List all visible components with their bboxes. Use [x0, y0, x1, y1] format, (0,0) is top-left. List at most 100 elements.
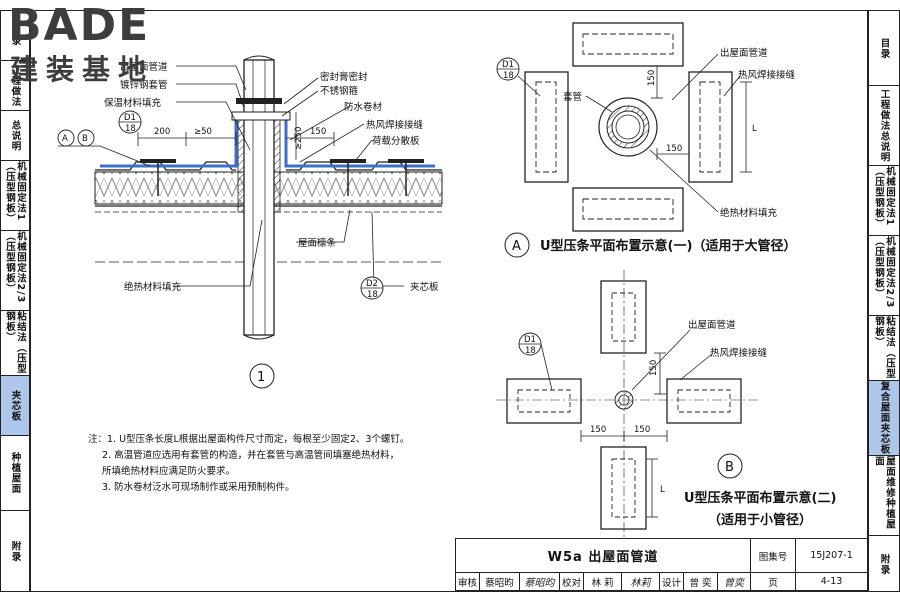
- plan-b-dim-150c: 150: [649, 360, 659, 376]
- ref-d1-plan-a[interactable]: D1 18: [496, 57, 520, 81]
- left-tab-mech23[interactable]: 机械固定法2/3（压型钢板）: [1, 231, 29, 311]
- label-insulation-fill-2: 绝热材料填充: [124, 281, 182, 293]
- atlas-number: 15J207-1: [796, 539, 868, 573]
- logo: BADE 建装基地: [4, 2, 179, 90]
- label-roof-pipe: 出屋面管道: [120, 61, 168, 73]
- note-line: 2. 高温管道应选用有套管的构造，并在套管与高温管间填塞绝热材料，: [102, 450, 400, 461]
- left-tab-label: 种植屋面: [9, 452, 21, 494]
- logo-subtitle: 建装基地: [10, 53, 155, 86]
- plan-a-dim-150b: 150: [666, 144, 682, 154]
- right-tab-composite[interactable]: 复合屋面夹芯板: [869, 381, 899, 456]
- left-tab-sandwich[interactable]: 夹芯板: [1, 376, 29, 436]
- plan-a-label-roof-pipe: 出屋面管道: [720, 47, 768, 59]
- plan-a-dimensions: [585, 53, 752, 213]
- plan-a-ref-bottom: 18: [503, 71, 514, 81]
- label-hot-air: 热风焊接接缝: [366, 119, 424, 131]
- plan-b-ref-top: D1: [524, 335, 536, 345]
- note-line: 注：1. U型压条长度L根据出屋面构件尺寸而定，每根至少固定2、3个螺钉。: [88, 434, 410, 445]
- notes-block: 注：1. U型压条长度L根据出屋面构件尺寸而定，每根至少固定2、3个螺钉。 2.…: [88, 432, 460, 496]
- plan-b-label-roof-pipe: 出屋面管道: [688, 319, 736, 331]
- b-strip-right: [666, 378, 742, 424]
- left-tab-mech1[interactable]: 机械固定法1（压型钢板）: [1, 161, 29, 231]
- left-tab-strip: 目录 工程做法 总说明 机械固定法1（压型钢板） 机械固定法2/3（压型钢板） …: [0, 10, 30, 592]
- left-tab-methods[interactable]: 工程做法: [1, 61, 29, 111]
- plan-b-dim-150b: 150: [634, 425, 650, 435]
- load-plate-1: [140, 159, 176, 163]
- section-detail-1: 200 ≥50 150 ≥250 出屋面管道 镀锌钢套管 保温材料填充 密封膏密…: [57, 55, 443, 389]
- right-tab-label: 复合屋面夹芯板: [878, 381, 890, 455]
- reviewer-signature: 蔡昭昀: [520, 573, 560, 591]
- steel-sleeve-right: [273, 111, 281, 213]
- plan-b-caption-2: （适用于小管径）: [708, 512, 812, 528]
- dim-150: 150: [310, 127, 326, 137]
- right-tab-contents[interactable]: 目录: [869, 11, 899, 86]
- right-tab-appendix[interactable]: 附录: [869, 536, 899, 592]
- right-tab-mech23[interactable]: 机械固定法2/3（压型钢板）: [869, 236, 899, 316]
- plan-b-letter-text: B: [725, 460, 734, 475]
- ref-d1-plan-b[interactable]: D1 18: [518, 332, 542, 356]
- plan-a: 150 150 L 出屋面管道 热风焊接接缝 套管 绝热材料填充 D1 18 A…: [496, 22, 796, 258]
- left-tab-bond[interactable]: 粘结法（压型钢板）: [1, 311, 29, 376]
- ref-d2-section[interactable]: D2 18: [360, 276, 384, 300]
- right-tab-repair[interactable]: 屋面维修种植屋面: [869, 456, 899, 536]
- plan-a-ref-top: D1: [502, 60, 514, 70]
- b-strip-left-inner: [517, 389, 571, 413]
- ref-d1-top: D1: [124, 113, 136, 123]
- right-tab-label: 机械固定法1（压型钢板）: [873, 166, 895, 229]
- right-tab-mech1[interactable]: 机械固定法1（压型钢板）: [869, 166, 899, 236]
- plan-a-ref-leader: [517, 75, 541, 97]
- left-tab-planting[interactable]: 种植屋面: [1, 436, 29, 511]
- right-tab-strip: 目录 工程做法总说明 机械固定法1（压型钢板） 机械固定法2/3（压型钢板） 粘…: [868, 10, 900, 592]
- left-tab-label: 总说明: [9, 119, 21, 152]
- ref-ab-leader: [58, 145, 151, 167]
- section-leaders: [176, 65, 404, 287]
- plan-b-ref-leader: [540, 343, 553, 391]
- logo-wordmark: BADE: [8, 0, 151, 51]
- load-plate-3: [388, 159, 424, 163]
- right-tab-bond[interactable]: 粘结法（压型钢板）: [869, 316, 899, 381]
- ref-b-section[interactable]: B: [77, 129, 95, 147]
- title-block: W5a 出屋面管道 图集号 15J207-1 审核 蔡昭昀 蔡昭昀 校对 林 莉…: [455, 538, 868, 591]
- dim-50: ≥50: [194, 127, 212, 137]
- ref-b-letter: B: [82, 134, 88, 144]
- plan-a-letter: A: [504, 232, 530, 258]
- design-label: 设计: [660, 573, 684, 591]
- b-strip-right-inner: [677, 389, 731, 413]
- sealant-cap: [236, 98, 282, 104]
- review-label: 审核: [456, 573, 480, 591]
- ref-d1-section[interactable]: D1 18: [118, 110, 142, 134]
- plan-b-letter: B: [717, 453, 743, 479]
- note-line: 所填绝热材料应满足防火要求。: [102, 466, 236, 477]
- u-strip-left-inner: [535, 81, 557, 173]
- left-tab-label: 夹芯板: [9, 389, 21, 422]
- right-tab-label: 附录: [878, 553, 890, 575]
- left-tab-label: 机械固定法2/3（压型钢板）: [4, 231, 26, 304]
- designer-name: 曾 奕: [684, 573, 718, 591]
- page-number: 4-13: [796, 573, 868, 591]
- ref-d2-bottom: 18: [367, 290, 378, 300]
- label-ss-hoop: 不锈钢箍: [320, 85, 359, 97]
- left-tab-contents[interactable]: 目录: [1, 11, 29, 61]
- left-tab-general[interactable]: 总说明: [1, 111, 29, 161]
- page-label: 页: [751, 573, 796, 591]
- ss-hoop: [231, 111, 291, 121]
- pipe-circle: [611, 110, 645, 144]
- plan-b-dim-150a: 150: [590, 425, 606, 435]
- right-tab-label: 目录: [878, 37, 890, 59]
- u-strip-bottom-inner: [582, 198, 674, 220]
- plan-a-dim-L: L: [752, 124, 757, 134]
- u-strip-top: [572, 22, 684, 67]
- left-tab-label: 工程做法: [9, 64, 21, 107]
- pipe-break-bottom: [243, 334, 275, 340]
- label-sealant: 密封膏密封: [320, 71, 368, 83]
- dim-250: ≥250: [294, 127, 304, 150]
- section-number-text: 1: [257, 370, 265, 385]
- plan-a-label-insulation: 绝热材料填充: [720, 207, 778, 219]
- right-tab-general[interactable]: 工程做法总说明: [869, 86, 899, 166]
- signature-row: 审核 蔡昭昀 蔡昭昀 校对 林 莉 林莉 设计 曾 奕 曾奕 页 4-13: [456, 573, 868, 591]
- ref-a-section[interactable]: A: [57, 129, 75, 147]
- label-purlin: 屋面檩条: [298, 237, 337, 249]
- left-tab-appendix[interactable]: 附录: [1, 511, 29, 592]
